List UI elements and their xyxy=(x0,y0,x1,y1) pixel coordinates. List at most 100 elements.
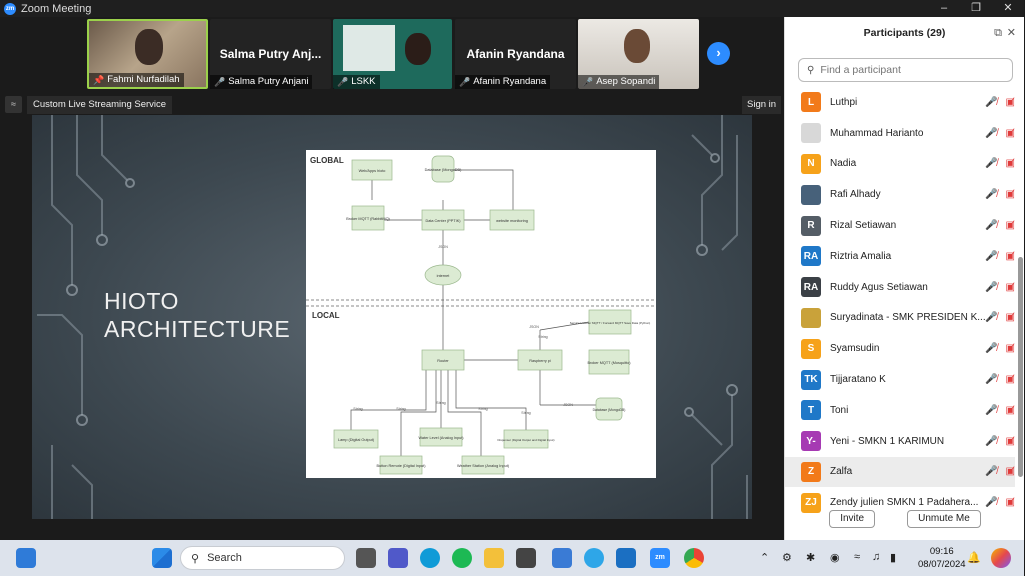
invite-button[interactable]: Invite xyxy=(829,510,876,528)
maximize-icon[interactable]: ❐ xyxy=(971,2,981,14)
teams-icon[interactable] xyxy=(388,548,408,568)
participant-row[interactable]: Suryadinata - SMK PRESIDEN K...🎤̸ ▣̸ xyxy=(785,303,1015,334)
task-view-icon[interactable] xyxy=(356,548,376,568)
mic-muted-icon[interactable]: 🎤̸ xyxy=(985,127,998,139)
store-icon[interactable] xyxy=(552,548,572,568)
tray-app-icon[interactable]: ⚙ xyxy=(782,552,792,564)
live-streaming-label[interactable]: Custom Live Streaming Service xyxy=(27,96,173,114)
wifi-icon[interactable]: ≈ xyxy=(854,551,861,563)
video-thumbnail[interactable]: 🎤LSKK xyxy=(333,19,452,89)
taskbar-search[interactable]: ⚲ Search xyxy=(180,546,345,570)
video-off-icon[interactable]: ▣̸ xyxy=(1005,312,1015,324)
video-off-icon[interactable]: ▣̸ xyxy=(1005,374,1015,386)
live-stream-icon[interactable]: ≈ xyxy=(5,96,22,113)
tray-app-icon[interactable]: ◉ xyxy=(830,552,840,564)
diagram-node xyxy=(421,349,465,371)
mic-muted-icon[interactable]: 🎤̸ xyxy=(985,435,998,447)
copilot-icon[interactable] xyxy=(991,548,1011,568)
svg-text:Dispenser (Digital Output and: Dispenser (Digital Output and Digital In… xyxy=(497,438,554,442)
start-icon[interactable] xyxy=(152,548,172,568)
video-thumbnail[interactable]: 📌Fahmi Nurfadilah xyxy=(87,19,208,89)
scrollbar[interactable] xyxy=(1018,87,1023,502)
video-off-icon[interactable]: ▣̸ xyxy=(1005,281,1015,293)
mic-muted-icon[interactable]: 🎤̸ xyxy=(985,220,998,232)
svg-text:Router: Router xyxy=(437,359,449,363)
slide-title: HIOTO ARCHITECTURE xyxy=(104,288,291,342)
video-off-icon[interactable]: ▣̸ xyxy=(1005,127,1015,139)
spotify-icon[interactable] xyxy=(452,548,472,568)
next-page-button[interactable]: › xyxy=(707,42,730,65)
mic-muted-icon[interactable]: 🎤̸ xyxy=(985,312,998,324)
mic-muted-icon[interactable]: 🎤̸ xyxy=(985,404,998,416)
participants-panel: Participants (29) ⧉ ✕ ⚲ LLuthpi🎤̸▣̸Muham… xyxy=(784,17,1024,540)
mic-muted-icon[interactable]: 🎤̸ xyxy=(985,281,998,293)
tray-chevron-icon[interactable]: ⌃ xyxy=(760,552,770,564)
chrome-icon[interactable] xyxy=(684,548,704,568)
mic-muted-icon[interactable]: 🎤̸ xyxy=(985,466,998,478)
zoom-taskbar-icon[interactable]: zm xyxy=(650,548,670,568)
calculator-icon[interactable] xyxy=(516,548,536,568)
mic-muted-icon[interactable]: 🎤̸ xyxy=(985,497,998,509)
sign-in-button[interactable]: Sign in xyxy=(742,96,782,114)
video-off-icon[interactable]: ▣̸ xyxy=(1005,343,1015,355)
avatar xyxy=(801,307,821,328)
participant-row[interactable]: Rafi Alhady🎤̸▣̸ xyxy=(785,179,1015,210)
mic-muted-icon[interactable]: 🎤̸ xyxy=(985,374,998,386)
participant-name: Afanin Ryandana xyxy=(473,76,547,87)
search-input[interactable] xyxy=(820,64,1001,76)
unmute-me-button[interactable]: Unmute Me xyxy=(907,510,981,528)
mic-muted-icon[interactable]: 🎤̸ xyxy=(985,158,998,170)
battery-icon[interactable]: ▮ xyxy=(890,552,897,564)
avatar: Z xyxy=(801,461,821,482)
video-thumbnail[interactable]: Afanin Ryandana 🎤Afanin Ryandana xyxy=(455,19,576,89)
pop-out-icon[interactable]: ⧉ xyxy=(994,27,1002,39)
video-off-icon[interactable]: ▣̸ xyxy=(1005,404,1015,416)
participant-row[interactable]: Muhammad Harianto 🎤̸ ▣̸ xyxy=(785,118,1015,149)
file-explorer-icon[interactable] xyxy=(484,548,504,568)
mic-muted-icon[interactable]: 🎤̸ xyxy=(985,250,998,262)
video-thumbnail[interactable]: Salma Putry Anj... 🎤Salma Putry Anjani xyxy=(210,19,331,89)
video-off-icon[interactable]: ▣̸ xyxy=(1005,435,1015,447)
participant-name: Muhammad Harianto xyxy=(830,127,924,139)
video-off-icon[interactable]: ▣̸ xyxy=(1005,220,1015,232)
svg-text:JSON: JSON xyxy=(529,325,539,329)
app-icon[interactable] xyxy=(616,548,636,568)
edge-icon[interactable] xyxy=(420,548,440,568)
volume-icon[interactable]: ♫ xyxy=(872,551,881,563)
video-off-icon[interactable]: ▣̸ xyxy=(1005,466,1015,478)
close-icon[interactable]: ✕ xyxy=(1006,27,1016,39)
clock[interactable]: 09:16 08/07/2024 xyxy=(918,546,966,570)
video-off-icon[interactable]: ▣̸ xyxy=(1005,189,1015,201)
video-thumbnail[interactable]: 🎤Asep Sopandi xyxy=(578,19,699,89)
close-icon[interactable]: ✕ xyxy=(1003,2,1013,14)
avatar: TK xyxy=(801,369,821,390)
widgets-icon[interactable] xyxy=(16,548,36,568)
video-off-icon[interactable]: ▣̸ xyxy=(1005,96,1015,108)
svg-text:internet: internet xyxy=(437,274,451,278)
svg-text:String: String xyxy=(396,407,405,411)
diagram-node xyxy=(503,429,549,449)
participant-search[interactable]: ⚲ xyxy=(798,58,1013,82)
mic-muted-icon[interactable]: 🎤̸ xyxy=(985,343,998,355)
video-off-icon[interactable]: ▣̸ xyxy=(1005,158,1015,170)
app-icon[interactable] xyxy=(584,548,604,568)
participant-row[interactable]: Y-Yeni - SMKN 1 KARIMUN🎤̸▣̸ xyxy=(785,426,1015,457)
mic-muted-icon[interactable]: 🎤̸ xyxy=(985,189,998,201)
participant-name: Suryadinata - SMK PRESIDEN K... xyxy=(830,312,986,324)
mic-muted-icon[interactable]: 🎤̸ xyxy=(985,96,998,108)
video-off-icon[interactable]: ▣̸ xyxy=(1005,250,1015,262)
minimize-icon[interactable]: – xyxy=(940,2,948,14)
tray-app-icon[interactable]: ✱ xyxy=(806,552,816,564)
notification-icon[interactable]: 🔔 xyxy=(967,552,981,564)
video-off-icon[interactable]: ▣̸ xyxy=(1005,497,1015,509)
